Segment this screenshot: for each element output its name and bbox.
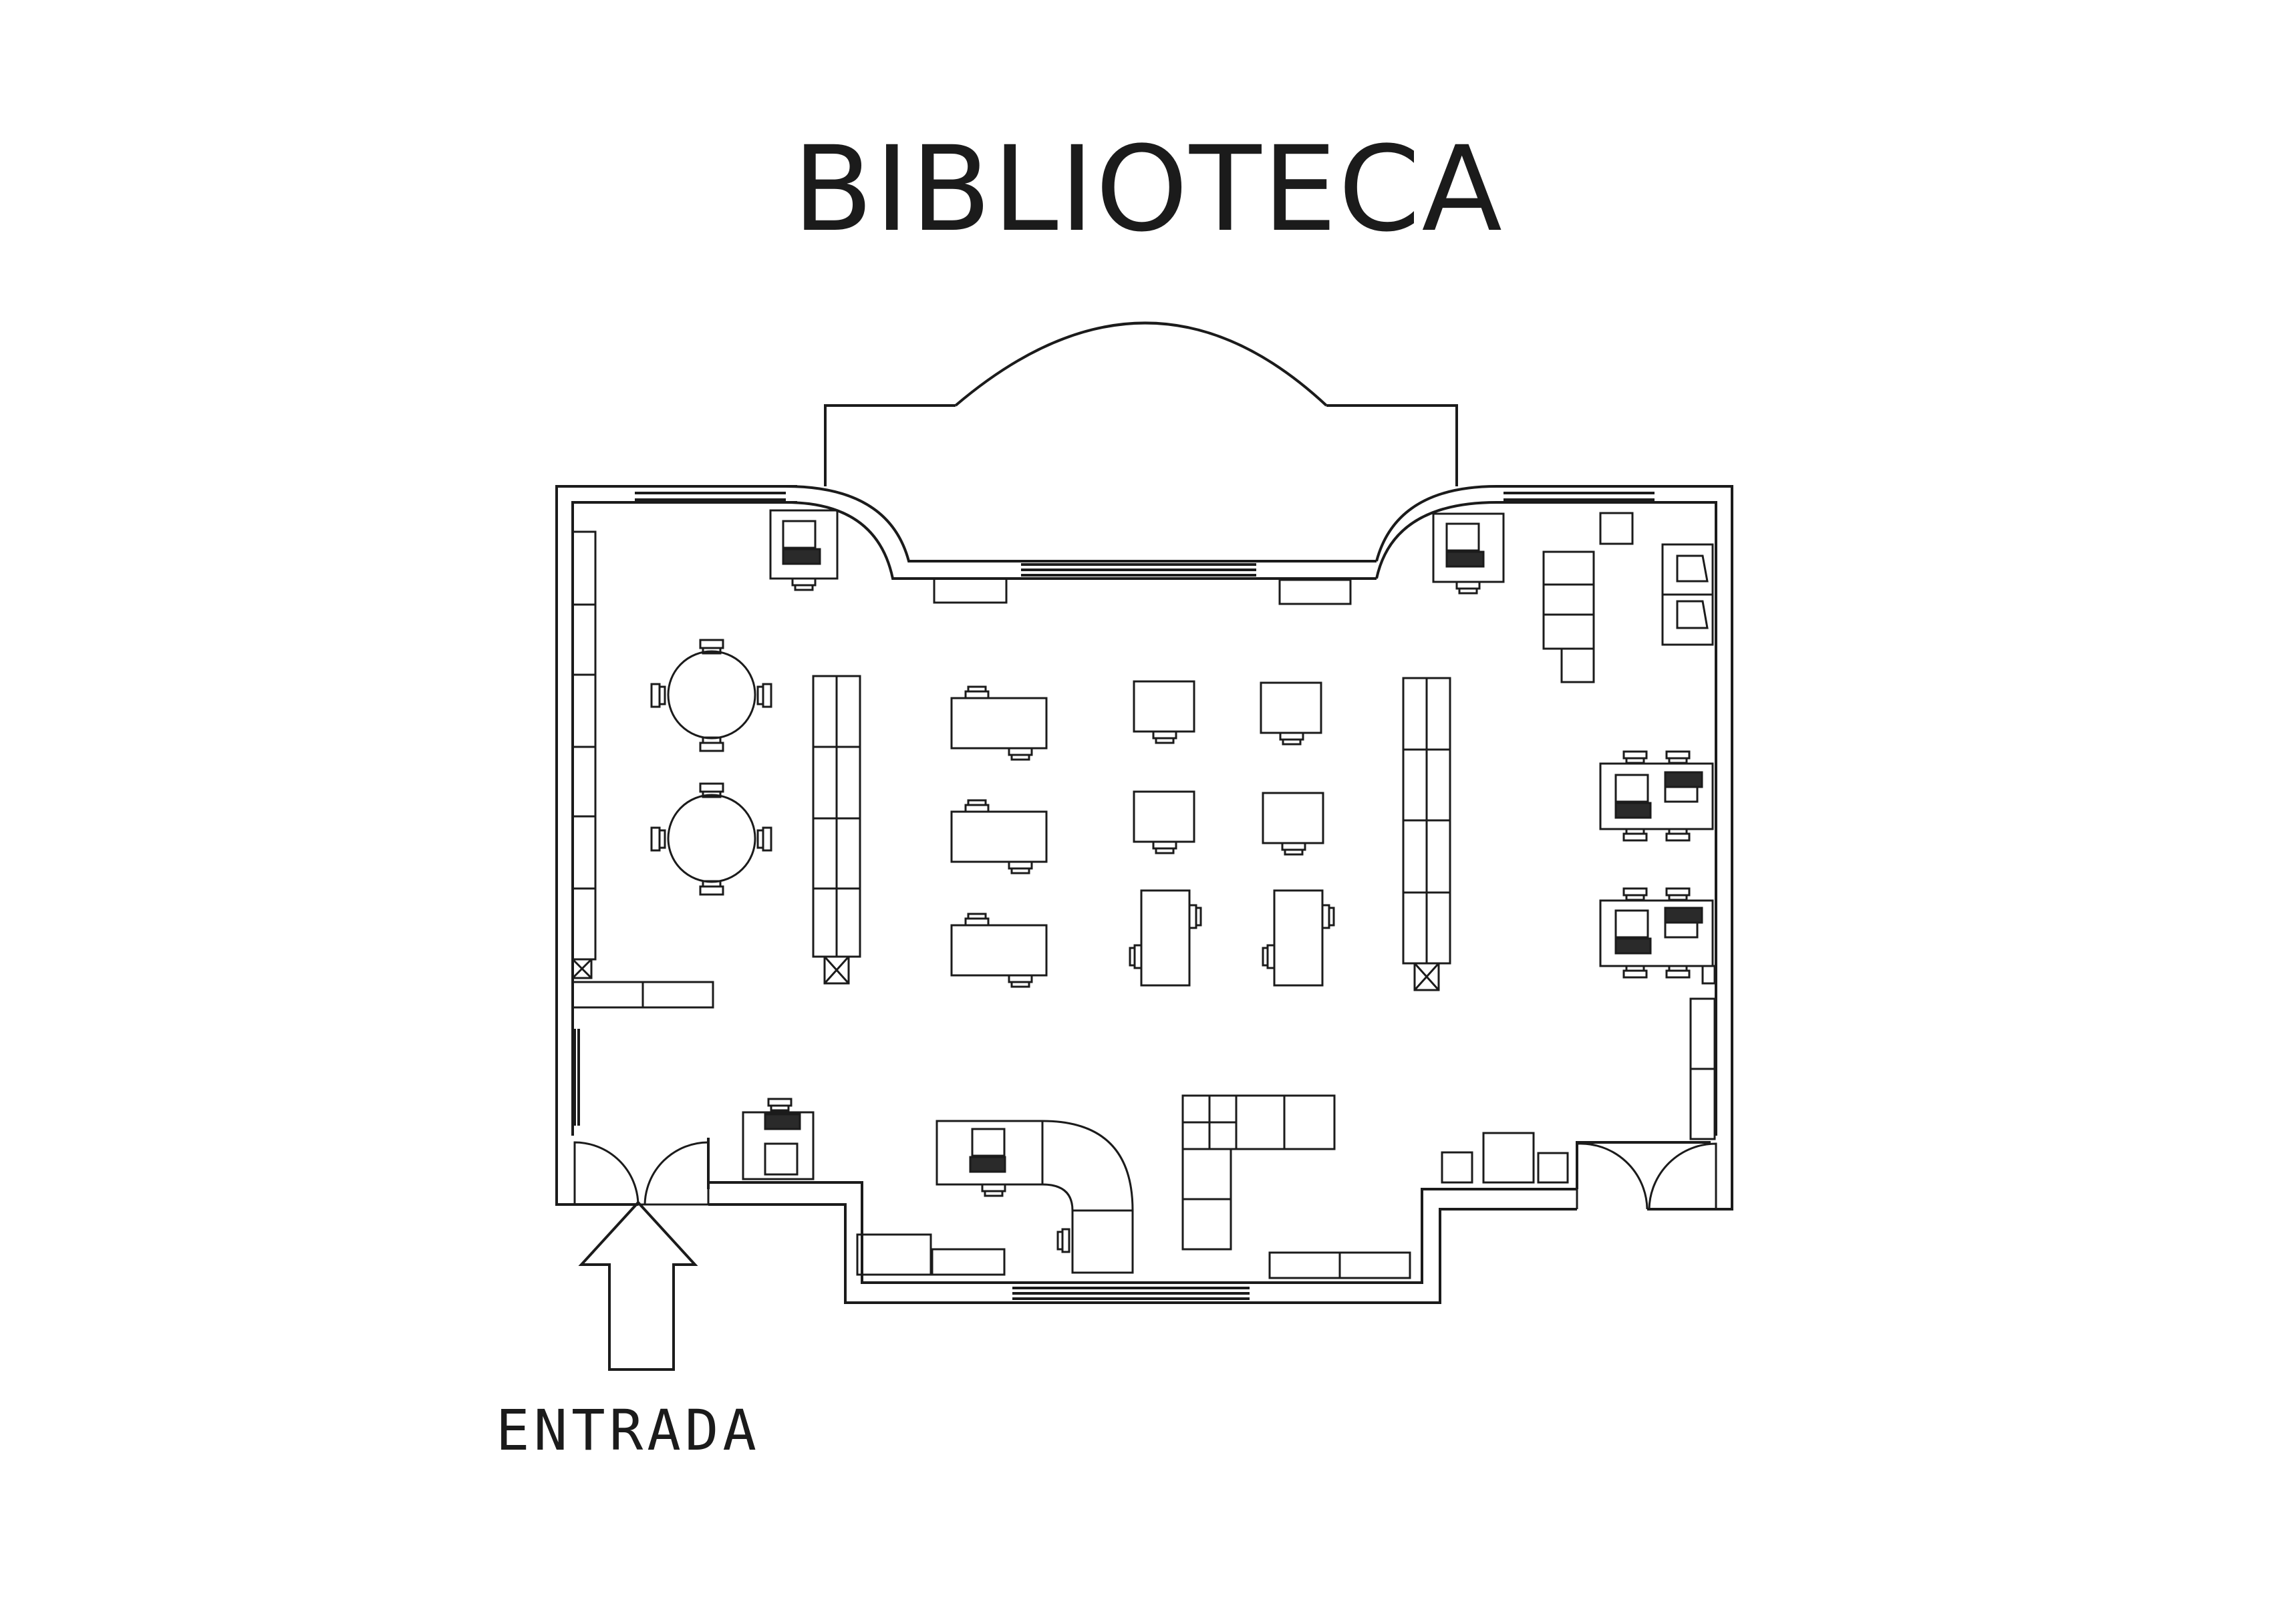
right-door bbox=[1576, 1142, 1717, 1210]
vertical-table-1 bbox=[1129, 889, 1202, 987]
computer-desk-top-left bbox=[769, 509, 839, 591]
bottom-cabinet-1 bbox=[856, 1233, 932, 1276]
bookshelf-left bbox=[812, 675, 861, 985]
bookshelf-right bbox=[1402, 677, 1451, 991]
right-wall-shelf bbox=[1689, 997, 1716, 1140]
small-cabinet bbox=[1599, 512, 1634, 545]
computer-desk-top-right bbox=[1432, 512, 1505, 595]
computer-desk-bottom-left bbox=[742, 1098, 815, 1180]
square-table-2 bbox=[1260, 681, 1322, 746]
computer-station-right-2 bbox=[1599, 887, 1714, 979]
vertical-table-2 bbox=[1262, 889, 1335, 987]
circulation-desk bbox=[936, 1120, 1134, 1274]
apse-bench-right bbox=[1278, 579, 1352, 605]
small-box-3 bbox=[1537, 1152, 1569, 1184]
apse-bench-left bbox=[933, 577, 1008, 604]
storage-bins bbox=[1661, 543, 1714, 646]
sofa-unit bbox=[1542, 550, 1595, 683]
entrance-door bbox=[573, 1141, 710, 1206]
square-table-1 bbox=[1133, 680, 1195, 744]
arrow-up-icon bbox=[578, 1200, 698, 1371]
l-shaped-shelf bbox=[1181, 1094, 1336, 1251]
small-box-1 bbox=[1441, 1151, 1473, 1184]
bottom-cabinet-2 bbox=[931, 1248, 1006, 1276]
study-table-3 bbox=[950, 913, 1048, 988]
square-table-3 bbox=[1133, 790, 1195, 854]
bottom-cabinet-right bbox=[1268, 1251, 1411, 1279]
square-table-4 bbox=[1262, 792, 1324, 856]
round-table-2 bbox=[650, 782, 772, 896]
study-table-1 bbox=[950, 685, 1048, 761]
study-table-2 bbox=[950, 799, 1048, 874]
small-box-2 bbox=[1482, 1132, 1535, 1184]
page-title: BIBLIOTECA bbox=[793, 121, 1503, 258]
building-walls bbox=[555, 321, 1733, 1304]
entrance-label: ENTRADA bbox=[496, 1398, 760, 1463]
round-table-1 bbox=[650, 639, 772, 752]
left-wall-shelf bbox=[571, 530, 714, 1009]
right-wall-x-box bbox=[1701, 965, 1716, 985]
computer-station-right-1 bbox=[1599, 750, 1714, 842]
